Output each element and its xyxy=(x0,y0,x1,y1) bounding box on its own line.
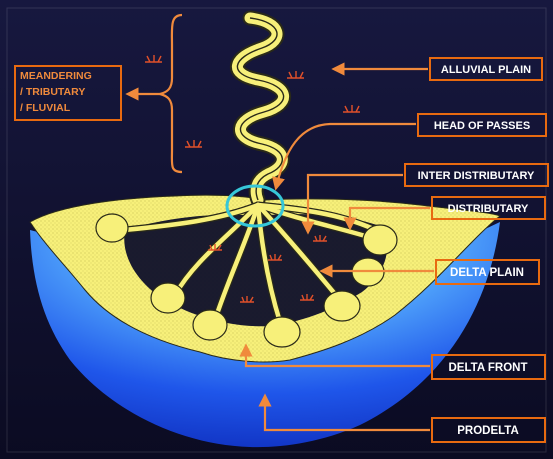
lobe xyxy=(264,317,300,347)
delta-plain-label: DELTA PLAIN xyxy=(450,267,524,279)
prodelta-label: PRODELTA xyxy=(457,425,519,437)
distributary-label: DISTRIBUTARY xyxy=(448,203,529,215)
lobe xyxy=(324,291,360,321)
head-of-passes-label: HEAD OF PASSES xyxy=(434,120,530,132)
meandering-label-line1: MEANDERING xyxy=(20,70,92,82)
lobe xyxy=(96,214,128,242)
meandering-label-line3: / FLUVIAL xyxy=(20,102,71,114)
delta-front-label: DELTA FRONT xyxy=(449,362,528,374)
lobe xyxy=(151,283,185,313)
lobe xyxy=(363,225,397,255)
inter-distributary-label: INTER DISTRIBUTARY xyxy=(418,170,535,182)
lobe xyxy=(193,310,227,340)
alluvial-plain-label: ALLUVIAL PLAIN xyxy=(441,64,531,76)
meandering-label-line2: / TRIBUTARY xyxy=(20,86,85,98)
